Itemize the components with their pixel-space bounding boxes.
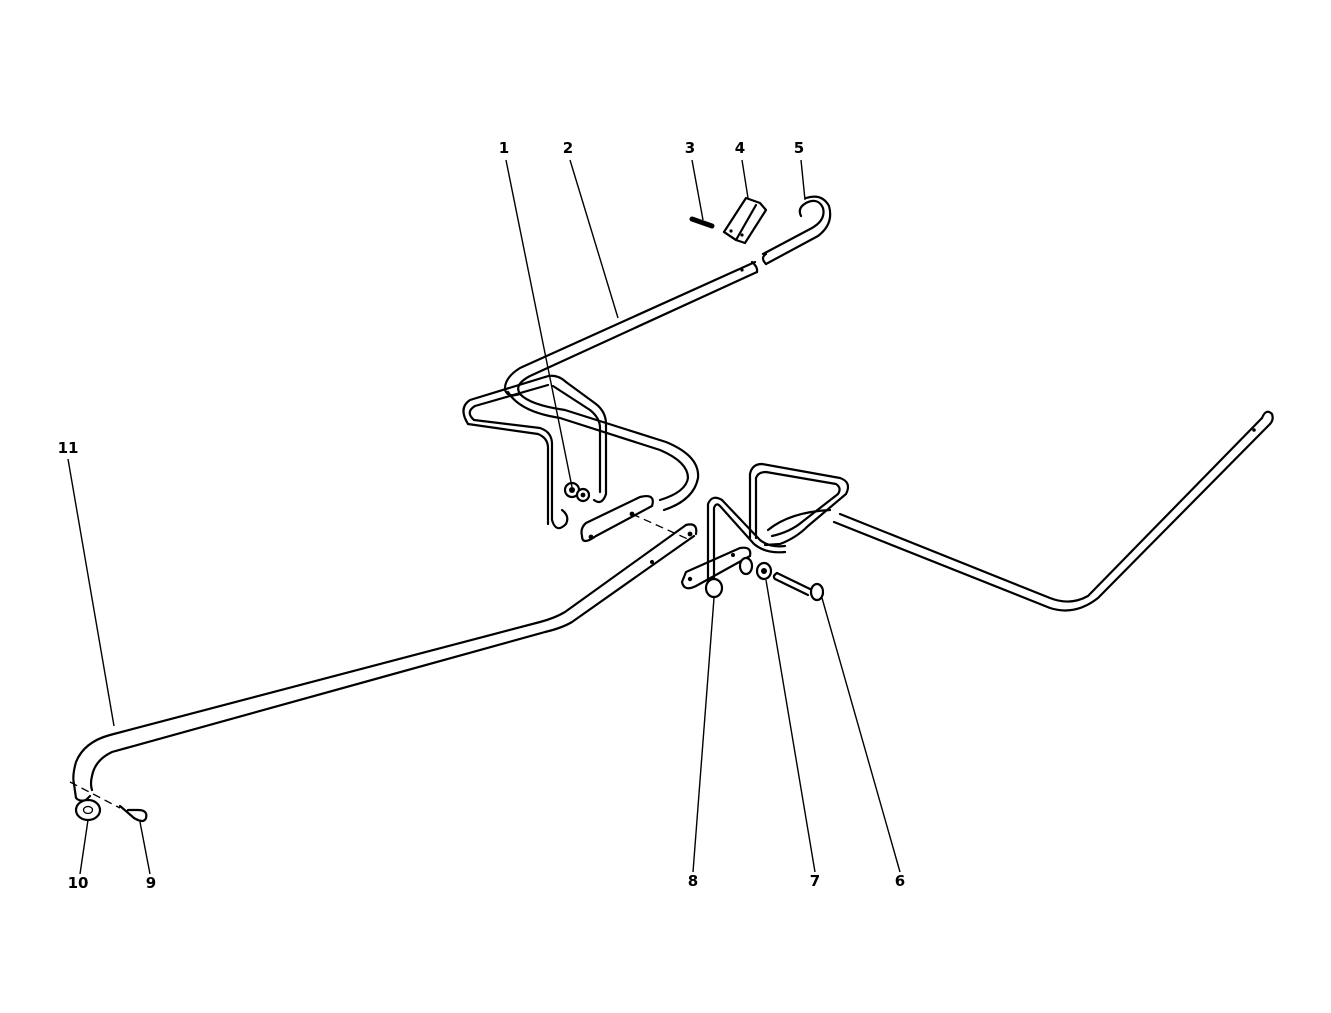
- leader-lines: [67, 159, 901, 875]
- part-4-clip: [722, 196, 768, 245]
- part-7-washer: [755, 561, 773, 581]
- callout-7: 7: [810, 872, 820, 890]
- upper-left-bracket: [462, 374, 608, 530]
- part-10-washer: [74, 798, 102, 822]
- callout-11: 11: [58, 439, 79, 457]
- part-9-cotter-pin: [69, 781, 148, 823]
- callout-9: 9: [146, 874, 156, 892]
- callout-4: 4: [735, 139, 745, 157]
- part-6-bolt: [772, 571, 825, 602]
- part-3-pin: [689, 216, 715, 229]
- callout-10: 10: [68, 874, 89, 892]
- callout-6: 6: [895, 872, 905, 890]
- part-11-lower-rod: [72, 523, 698, 802]
- callout-8: 8: [688, 872, 698, 890]
- part-5-rod-hook: [761, 195, 832, 266]
- callout-2: 2: [563, 139, 573, 157]
- callout-labels: 1 2 3 4 5 6 7 8 9 10 11: [58, 139, 906, 892]
- callout-3: 3: [685, 139, 695, 157]
- callout-1: 1: [499, 139, 509, 157]
- link-plate: [580, 494, 691, 543]
- callout-5: 5: [794, 139, 804, 157]
- right-bracket-and-rod: [680, 410, 1274, 612]
